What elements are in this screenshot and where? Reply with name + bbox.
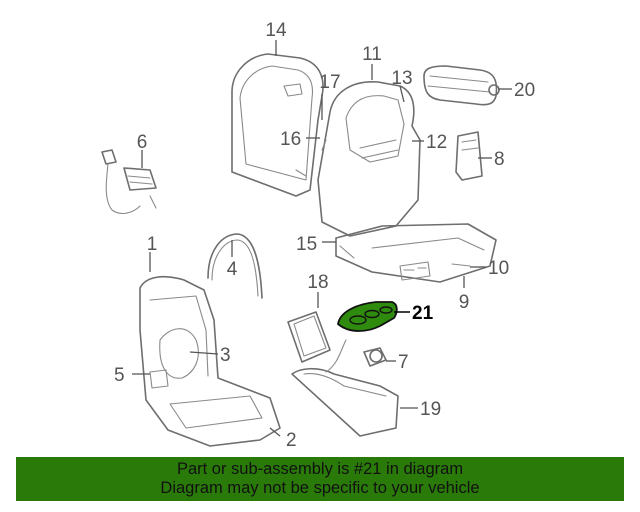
part-7-knob (363, 347, 387, 367)
part-20-airbag (423, 65, 500, 106)
part-14-seat-back-panel (231, 53, 324, 197)
callout-19: 19 (420, 399, 441, 420)
callout-8: 8 (494, 149, 505, 170)
part-11-seat-assembly (317, 81, 497, 283)
part-4-wire-frame (207, 233, 263, 299)
banner-line-2: Diagram may not be specific to your vehi… (160, 479, 480, 497)
notice-banner: Part or sub-assembly is #21 in diagram D… (16, 457, 624, 501)
callout-12: 12 (426, 132, 447, 153)
parts-diagram: 1 2 3 4 5 6 7 8 9 10 11 12 13 14 15 16 1… (101, 20, 535, 451)
callout-16: 16 (280, 129, 301, 150)
callout-3: 3 (220, 345, 231, 366)
part-8-side-trim (455, 131, 483, 181)
callout-15: 15 (296, 234, 317, 255)
callout-4: 4 (227, 259, 238, 280)
callout-18: 18 (307, 272, 328, 293)
part-19-side-shield (291, 339, 399, 437)
callout-5: 5 (114, 365, 125, 386)
callout-1: 1 (147, 234, 158, 255)
banner-line-1: Part or sub-assembly is #21 in diagram (176, 460, 464, 478)
callout-10: 10 (488, 258, 509, 279)
part-6-sensor-harness (101, 149, 157, 215)
callout-6: 6 (137, 132, 148, 153)
callout-7: 7 (398, 352, 409, 373)
leader-lines (132, 40, 512, 437)
part-1-seat-frame (139, 275, 281, 447)
callout-13: 13 (391, 68, 412, 89)
callout-21: 21 (412, 303, 434, 324)
callout-2: 2 (286, 430, 297, 451)
callout-14: 14 (265, 20, 287, 41)
callout-9: 9 (459, 292, 470, 313)
part-21-highlighted (337, 301, 398, 332)
callout-11: 11 (362, 44, 382, 65)
part-18-pad (287, 311, 331, 363)
callout-20: 20 (514, 80, 535, 101)
callout-17: 17 (319, 72, 340, 93)
